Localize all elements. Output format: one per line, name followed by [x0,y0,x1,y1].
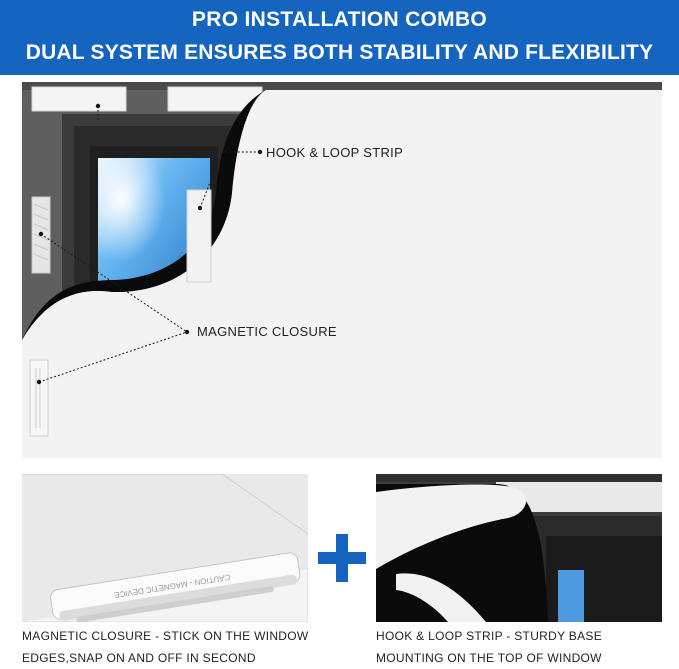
installation-illustration [22,82,662,458]
bottom-magnetic-strip [29,359,49,437]
callout-magnetic-closure: MAGNETIC CLOSURE [197,324,337,339]
banner-title: PRO INSTALLATION COMBO [191,8,488,31]
window-cover [22,90,662,458]
magnetic-closure-detail-image: CAUTION - MAGNETIC DEVICE [22,474,308,622]
top-hook-loop-strip-left [31,86,127,112]
caption-right-line2: MOUNTING ON THE TOP OF WINDOW [376,651,602,665]
flap-hook-loop-strip [186,189,212,283]
caption-left-line1: MAGNETIC CLOSURE - STICK ON THE WINDOW [22,629,309,643]
callout-hook-loop-strip: HOOK & LOOP STRIP [266,145,404,160]
title-banner: PRO INSTALLATION COMBO DUAL SYSTEM ENSUR… [0,0,679,75]
banner-subtitle: DUAL SYSTEM ENSURES BOTH STABILITY AND F… [25,41,654,64]
caption-left-line2: EDGES,SNAP ON AND OFF IN SECOND [22,651,256,665]
plus-icon [318,534,366,582]
caption-hook-loop: HOOK & LOOP STRIP - STURDY BASE MOUNTING… [376,625,602,669]
cover-rolled-edge [376,484,527,569]
caption-right-line1: HOOK & LOOP STRIP - STURDY BASE [376,629,603,643]
cover-curled-corner [22,90,266,340]
caption-magnetic-closure: MAGNETIC CLOSURE - STICK ON THE WINDOW E… [22,625,309,669]
hook-loop-detail-image [376,474,662,622]
